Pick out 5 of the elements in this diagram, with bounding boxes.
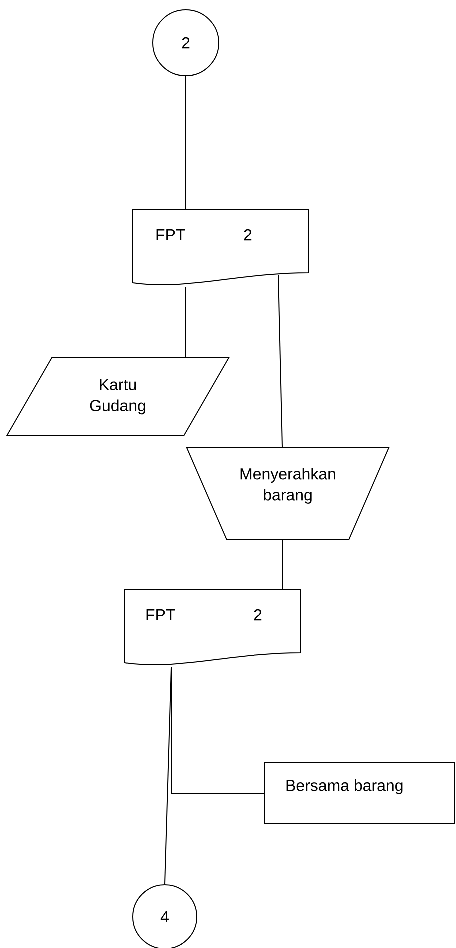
connector-line (171, 667, 265, 794)
connector-line (278, 275, 283, 448)
connector-line (282, 540, 283, 590)
process-box: Bersama barang (264, 762, 456, 824)
connector-line (185, 287, 186, 358)
